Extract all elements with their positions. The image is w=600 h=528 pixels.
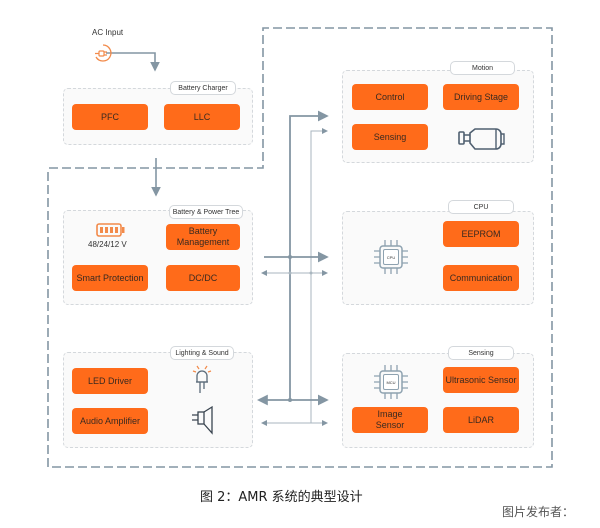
- sensing-motion-block: Sensing: [352, 124, 428, 150]
- control-block: Control: [352, 84, 428, 110]
- eeprom-block: EEPROM: [443, 221, 519, 247]
- battery-management-block: Battery Management: [166, 224, 240, 250]
- mcu-chip-label: MCU: [386, 380, 395, 385]
- battery-power-tree-tag: Battery & Power Tree: [169, 205, 243, 219]
- system-boundary: [47, 27, 553, 468]
- battery-charger-tag: Battery Charger: [170, 81, 236, 95]
- ac-input-arrow: [106, 52, 160, 72]
- speaker-icon: [192, 405, 213, 435]
- image-sensor-block: Image Sensor: [352, 407, 428, 433]
- smart-protection-block: Smart Protection: [72, 265, 148, 291]
- pfc-block: PFC: [72, 104, 148, 130]
- cpu-chip-icon: CPU: [374, 240, 408, 274]
- publisher-label: 图片发布者：: [502, 505, 575, 519]
- cpu-chip-label: CPU: [387, 255, 396, 260]
- figure-caption: 图 2：AMR 系统的典型设计: [200, 490, 363, 505]
- led-driver-block: LED Driver: [72, 368, 148, 394]
- llc-block: LLC: [164, 104, 240, 130]
- ultrasonic-sensor-block: Ultrasonic Sensor: [443, 367, 519, 393]
- lighting-sound-tag: Lighting & Sound: [170, 346, 234, 360]
- plug-icon: [95, 44, 112, 62]
- dc-dc-block: DC/DC: [166, 265, 240, 291]
- driving-stage-block: Driving Stage: [443, 84, 519, 110]
- battery-icon: [96, 223, 125, 237]
- cpu-tag: CPU: [448, 200, 514, 214]
- ac-input-label: AC Input: [92, 28, 124, 37]
- communication-block: Communication: [443, 265, 519, 291]
- power-bus: [289, 110, 329, 400]
- led-icon: [192, 365, 212, 393]
- sensing-tag: Sensing: [448, 346, 514, 360]
- audio-amplifier-block: Audio Amplifier: [72, 408, 148, 434]
- battery-voltage-label: 48/24/12 V: [88, 240, 127, 249]
- lidar-block: LiDAR: [443, 407, 519, 433]
- motor-icon: [458, 128, 505, 150]
- motion-tag: Motion: [450, 61, 515, 75]
- signal-bus: [310, 128, 328, 423]
- mcu-chip-icon: MCU: [374, 365, 408, 399]
